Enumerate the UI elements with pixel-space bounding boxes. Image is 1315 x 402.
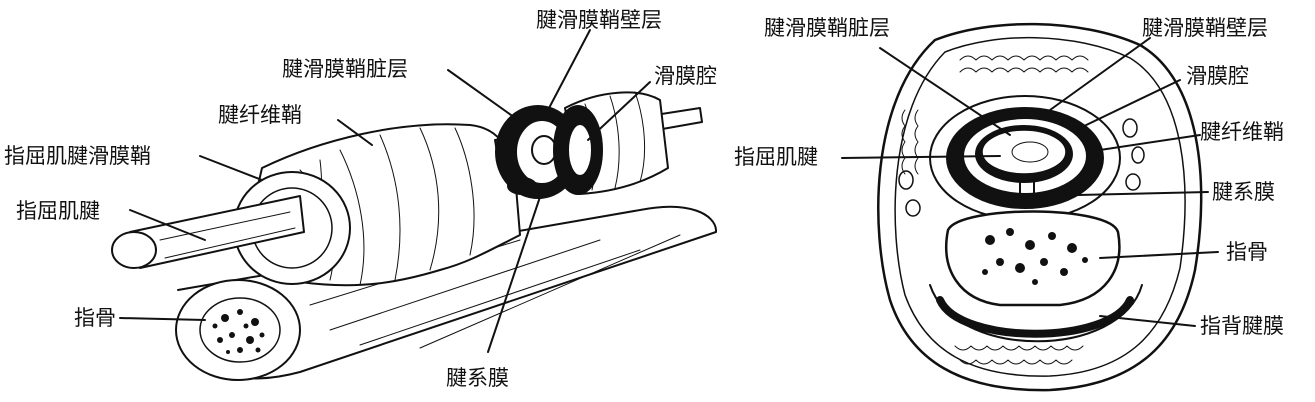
label-left-visceral-layer: 腱滑膜鞘脏层 [282, 57, 408, 81]
label-right-synovial-cavity: 滑膜腔 [1186, 64, 1249, 88]
label-left-parietal-layer: 腱滑膜鞘壁层 [536, 8, 662, 32]
right-vessels [898, 118, 1145, 217]
label-right-flexor-tendon: 指屈肌腱 [734, 145, 818, 169]
left-leaders [119, 29, 651, 353]
label-right-visceral-layer: 腱滑膜鞘脏层 [764, 16, 890, 40]
label-left-synovial-cavity: 滑膜腔 [654, 64, 717, 88]
label-right-phalanx: 指骨 [1226, 240, 1268, 264]
label-left-mesotendon: 腱系膜 [446, 366, 509, 390]
right-cross-section [877, 22, 1203, 392]
label-right-fibrous-sheath: 腱纤维鞘 [1200, 120, 1284, 144]
label-left-fibrous-sheath: 腱纤维鞘 [218, 103, 302, 127]
left-finger-illustration [111, 91, 717, 381]
right-mesotendon [1019, 177, 1035, 207]
label-left-flexor-tendon: 指屈肌腱 [16, 199, 100, 223]
left-bone-marrow [212, 309, 265, 354]
left-flexor-tendon [129, 195, 305, 269]
right-bone-marrow [982, 228, 1088, 285]
label-right-mesotendon: 腱系膜 [1212, 180, 1275, 204]
right-fat-texture [901, 55, 1089, 365]
right-leaders [841, 37, 1219, 327]
right-dorsal-aponeurosis [936, 296, 1134, 338]
right-phalanx [945, 210, 1121, 307]
label-left-phalanx: 指骨 [74, 306, 116, 330]
label-right-parietal-layer: 腱滑膜鞘壁层 [1142, 16, 1268, 40]
label-left-flexor-synovial-sheath: 指屈肌腱滑膜鞘 [4, 144, 151, 168]
label-right-dorsal-aponeurosis: 指背腱膜 [1200, 314, 1284, 338]
